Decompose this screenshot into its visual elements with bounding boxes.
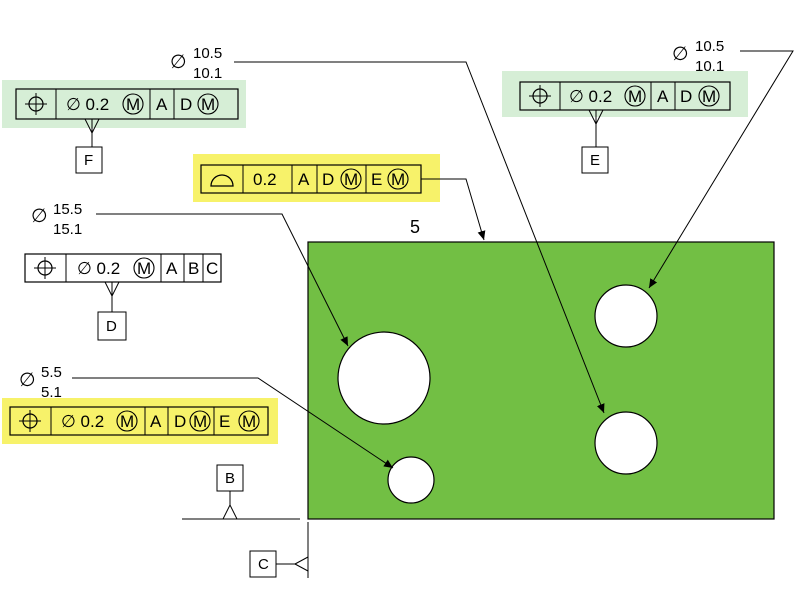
fcf-d-datum-b: B: [188, 259, 199, 278]
hole-right-top: [594, 284, 658, 348]
fcf-f: ∅ 0.2 M A D M F: [15, 88, 239, 174]
dim-lower: 10.1: [193, 65, 222, 82]
position-icon: [34, 257, 56, 279]
fcf-small-datum-e-modifier: M: [242, 412, 256, 431]
hole-right-bottom: [594, 411, 658, 475]
fcf-d-modifier: M: [137, 259, 151, 278]
fcf-f-datum-a: A: [156, 95, 168, 114]
position-icon: [529, 85, 551, 107]
fcf-d-tolerance: ∅ 0.2: [77, 259, 120, 278]
fcf-d-datum-a: A: [166, 259, 178, 278]
fcf-e-datum-d-modifier: M: [702, 87, 716, 106]
fcf-profile-tolerance: 0.2: [253, 170, 277, 189]
dim-upper: 10.5: [193, 45, 222, 62]
fcf-profile-datum-e-modifier: M: [391, 170, 405, 189]
fcf-e-datum-d: D: [680, 87, 692, 106]
fcf-profile-datum-a: A: [298, 170, 310, 189]
fcf-small: ∅ 0.2 M A D M E M: [9, 406, 269, 436]
diameter-icon: ∅: [672, 43, 689, 65]
fcf-small-modifier: M: [120, 412, 134, 431]
hole-small: [387, 456, 435, 504]
dim-hole-small: ∅ 5.5 5.1: [19, 364, 394, 469]
dim-lower: 15.1: [53, 221, 82, 238]
dim-hole-right: ∅ 10.5 10.1: [648, 38, 794, 289]
highlight-fcf-small: [2, 398, 278, 444]
diameter-icon: ∅: [19, 369, 36, 391]
fcf-profile: 0.2 A D M E M: [200, 164, 422, 194]
fcf-f-modifier: M: [126, 95, 140, 114]
fcf-d: ∅ 0.2 M A B C D: [24, 253, 222, 341]
datum-b: B: [182, 464, 300, 520]
profile-leader: [421, 178, 486, 241]
fcf-f-tolerance: ∅ 0.2: [66, 95, 109, 114]
fcf-d-datum-c: C: [206, 259, 218, 278]
fcf-f-datum-d-modifier: M: [201, 95, 215, 114]
datum-label-e: E: [590, 152, 600, 169]
dim-hole-center: ∅ 10.5 10.1: [170, 45, 605, 414]
fcf-profile-datum-d-modifier: M: [344, 170, 358, 189]
profile-of-surface-icon: [210, 174, 234, 187]
frame-id: 5: [410, 217, 420, 237]
fcf-profile-datum-e: E: [371, 170, 382, 189]
hole-large: [337, 331, 431, 425]
fcf-e: ∅ 0.2 M A D M E: [519, 81, 731, 174]
dim-upper: 5.5: [41, 364, 62, 381]
dim-lower: 10.1: [695, 58, 724, 75]
fcf-e-datum-a: A: [657, 87, 669, 106]
dim-upper: 10.5: [695, 38, 724, 55]
fcf-f-datum-d: D: [180, 95, 192, 114]
fcf-small-tolerance: ∅ 0.2: [61, 412, 104, 431]
position-icon: [19, 410, 41, 432]
fcf-small-datum-e: E: [219, 412, 230, 431]
datum-label-f: F: [84, 152, 93, 169]
diameter-icon: ∅: [170, 51, 187, 73]
dim-lower: 5.1: [41, 384, 62, 401]
fcf-small-datum-a: A: [150, 412, 162, 431]
datum-label-d: D: [106, 318, 117, 335]
fcf-profile-datum-d: D: [322, 170, 334, 189]
dim-upper: 15.5: [53, 201, 82, 218]
datum-label-c: C: [258, 556, 269, 573]
datum-c: C: [249, 522, 309, 578]
dim-hole-large: ∅ 15.5 15.1: [31, 201, 349, 347]
fcf-small-datum-d: D: [174, 412, 186, 431]
diameter-icon: ∅: [31, 205, 48, 227]
fcf-small-datum-d-modifier: M: [193, 412, 207, 431]
datum-label-b: B: [225, 470, 235, 487]
fcf-e-modifier: M: [628, 87, 642, 106]
position-icon: [25, 93, 47, 115]
fcf-e-tolerance: ∅ 0.2: [569, 87, 612, 106]
